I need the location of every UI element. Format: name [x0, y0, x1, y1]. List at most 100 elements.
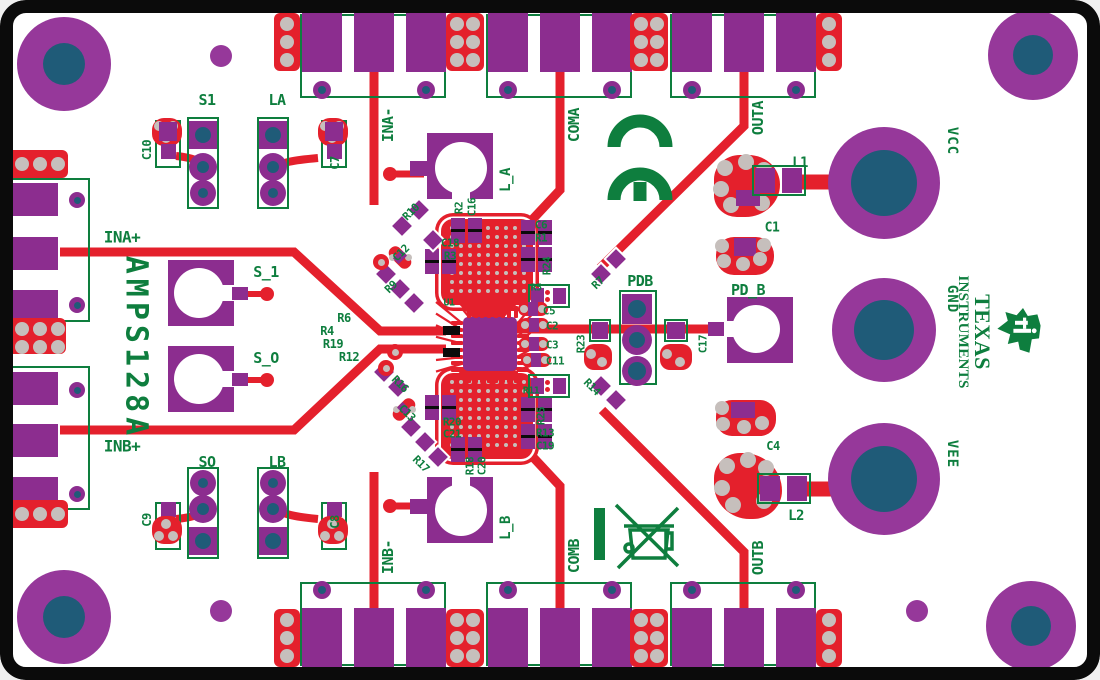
via-hole: [280, 17, 294, 31]
via-hole: [33, 340, 47, 354]
chip-pin1-mark: [443, 348, 460, 357]
via-hole: [51, 340, 65, 354]
cap-dumbbell-body: [531, 353, 541, 367]
cap-dumbbell-body: [529, 318, 539, 332]
via-hole: [539, 340, 547, 348]
sma-pin-top: [592, 12, 632, 72]
passive-pads: [442, 263, 456, 274]
thermal-via: [512, 415, 518, 421]
cap-c1-body: [734, 238, 756, 256]
passive-pads: [538, 220, 552, 231]
test-loop-l_a-slot: [452, 186, 470, 201]
thermal-via: [503, 234, 509, 240]
pad-drill: [268, 478, 278, 488]
banana-jack-vee-drill: [851, 446, 917, 512]
pad-drill: [628, 362, 646, 380]
sma-pin-left: [0, 183, 58, 216]
thermal-via: [467, 288, 473, 294]
thermal-via: [512, 243, 518, 249]
thermal-via: [485, 288, 491, 294]
pad-drill: [265, 127, 281, 143]
sma-pin-bottom: [540, 608, 580, 668]
via-hole: [521, 321, 529, 329]
thermal-via: [512, 261, 518, 267]
thermal-via: [512, 406, 518, 412]
via-hole: [715, 401, 729, 415]
thermal-via: [503, 252, 509, 258]
via-hole: [539, 321, 547, 329]
thermal-via: [503, 379, 509, 385]
thermal-via: [449, 433, 455, 439]
via-hole: [450, 631, 464, 645]
via-hole: [634, 613, 648, 627]
mounting-hole-drill: [1013, 35, 1053, 75]
chip-u1-body: [463, 317, 517, 371]
passive-pads: [451, 437, 465, 448]
thermal-via: [521, 279, 527, 285]
via-hole: [280, 631, 294, 645]
thermal-via: [467, 252, 473, 258]
thermal-via: [503, 261, 509, 267]
thermal-via: [449, 243, 455, 249]
sma-pin-bottom: [672, 608, 712, 668]
via-hole: [822, 35, 836, 49]
thermal-via: [467, 261, 473, 267]
chip-pin: [451, 321, 463, 325]
via-hole: [450, 53, 464, 67]
thermal-via: [494, 243, 500, 249]
test-loop-pd_b-stub: [708, 322, 724, 336]
via-hole: [466, 631, 480, 645]
thermal-via: [485, 225, 491, 231]
pad-seam: [538, 258, 552, 261]
passive-pads: [538, 397, 552, 408]
pad-seam: [521, 408, 535, 411]
chip-pin: [513, 371, 518, 383]
via-hole: [280, 649, 294, 663]
passive-pads: [468, 218, 482, 229]
chip-pin: [451, 361, 463, 366]
via-hole: [822, 17, 836, 31]
thermal-via: [476, 279, 482, 285]
thermal-via: [494, 288, 500, 294]
thermal-via: [521, 270, 527, 276]
passive-pads: [425, 395, 439, 406]
thermal-via: [476, 424, 482, 430]
pad-seam: [521, 231, 535, 234]
diag-passive: [390, 279, 410, 299]
via-drill: [792, 86, 800, 94]
chip-pin: [493, 306, 498, 318]
sma-pin-top: [672, 12, 712, 72]
sma-pin-top: [724, 12, 764, 72]
ti-logo-line1: TEXAS: [970, 294, 995, 370]
thermal-via: [458, 243, 464, 249]
sma-pin-bottom: [302, 608, 342, 668]
thermal-via: [476, 261, 482, 267]
via-hole: [714, 480, 730, 496]
passive-pads: [451, 218, 465, 229]
thermal-via: [476, 288, 482, 294]
pad-seam: [451, 229, 465, 232]
pad-seam: [425, 406, 439, 409]
sma-pin-left: [0, 372, 58, 405]
passive-pads: [442, 395, 456, 406]
thermal-via: [485, 270, 491, 276]
thermal-via: [494, 397, 500, 403]
passive-pads: [451, 451, 465, 462]
via-drill: [688, 86, 696, 94]
via-hole: [334, 531, 344, 541]
pad-drill: [628, 300, 646, 318]
passive-pads: [425, 409, 439, 420]
via-hole: [466, 649, 480, 663]
via-hole: [634, 35, 648, 49]
mounting-hole-drill: [43, 43, 85, 85]
via-drill: [422, 586, 430, 594]
thermal-via: [494, 415, 500, 421]
thermal-via: [485, 252, 491, 258]
passive-pads: [538, 424, 552, 435]
thermal-via: [476, 243, 482, 249]
sma-pin-left: [0, 237, 58, 270]
thermal-via: [494, 406, 500, 412]
thermal-via: [467, 415, 473, 421]
via-hole: [466, 53, 480, 67]
